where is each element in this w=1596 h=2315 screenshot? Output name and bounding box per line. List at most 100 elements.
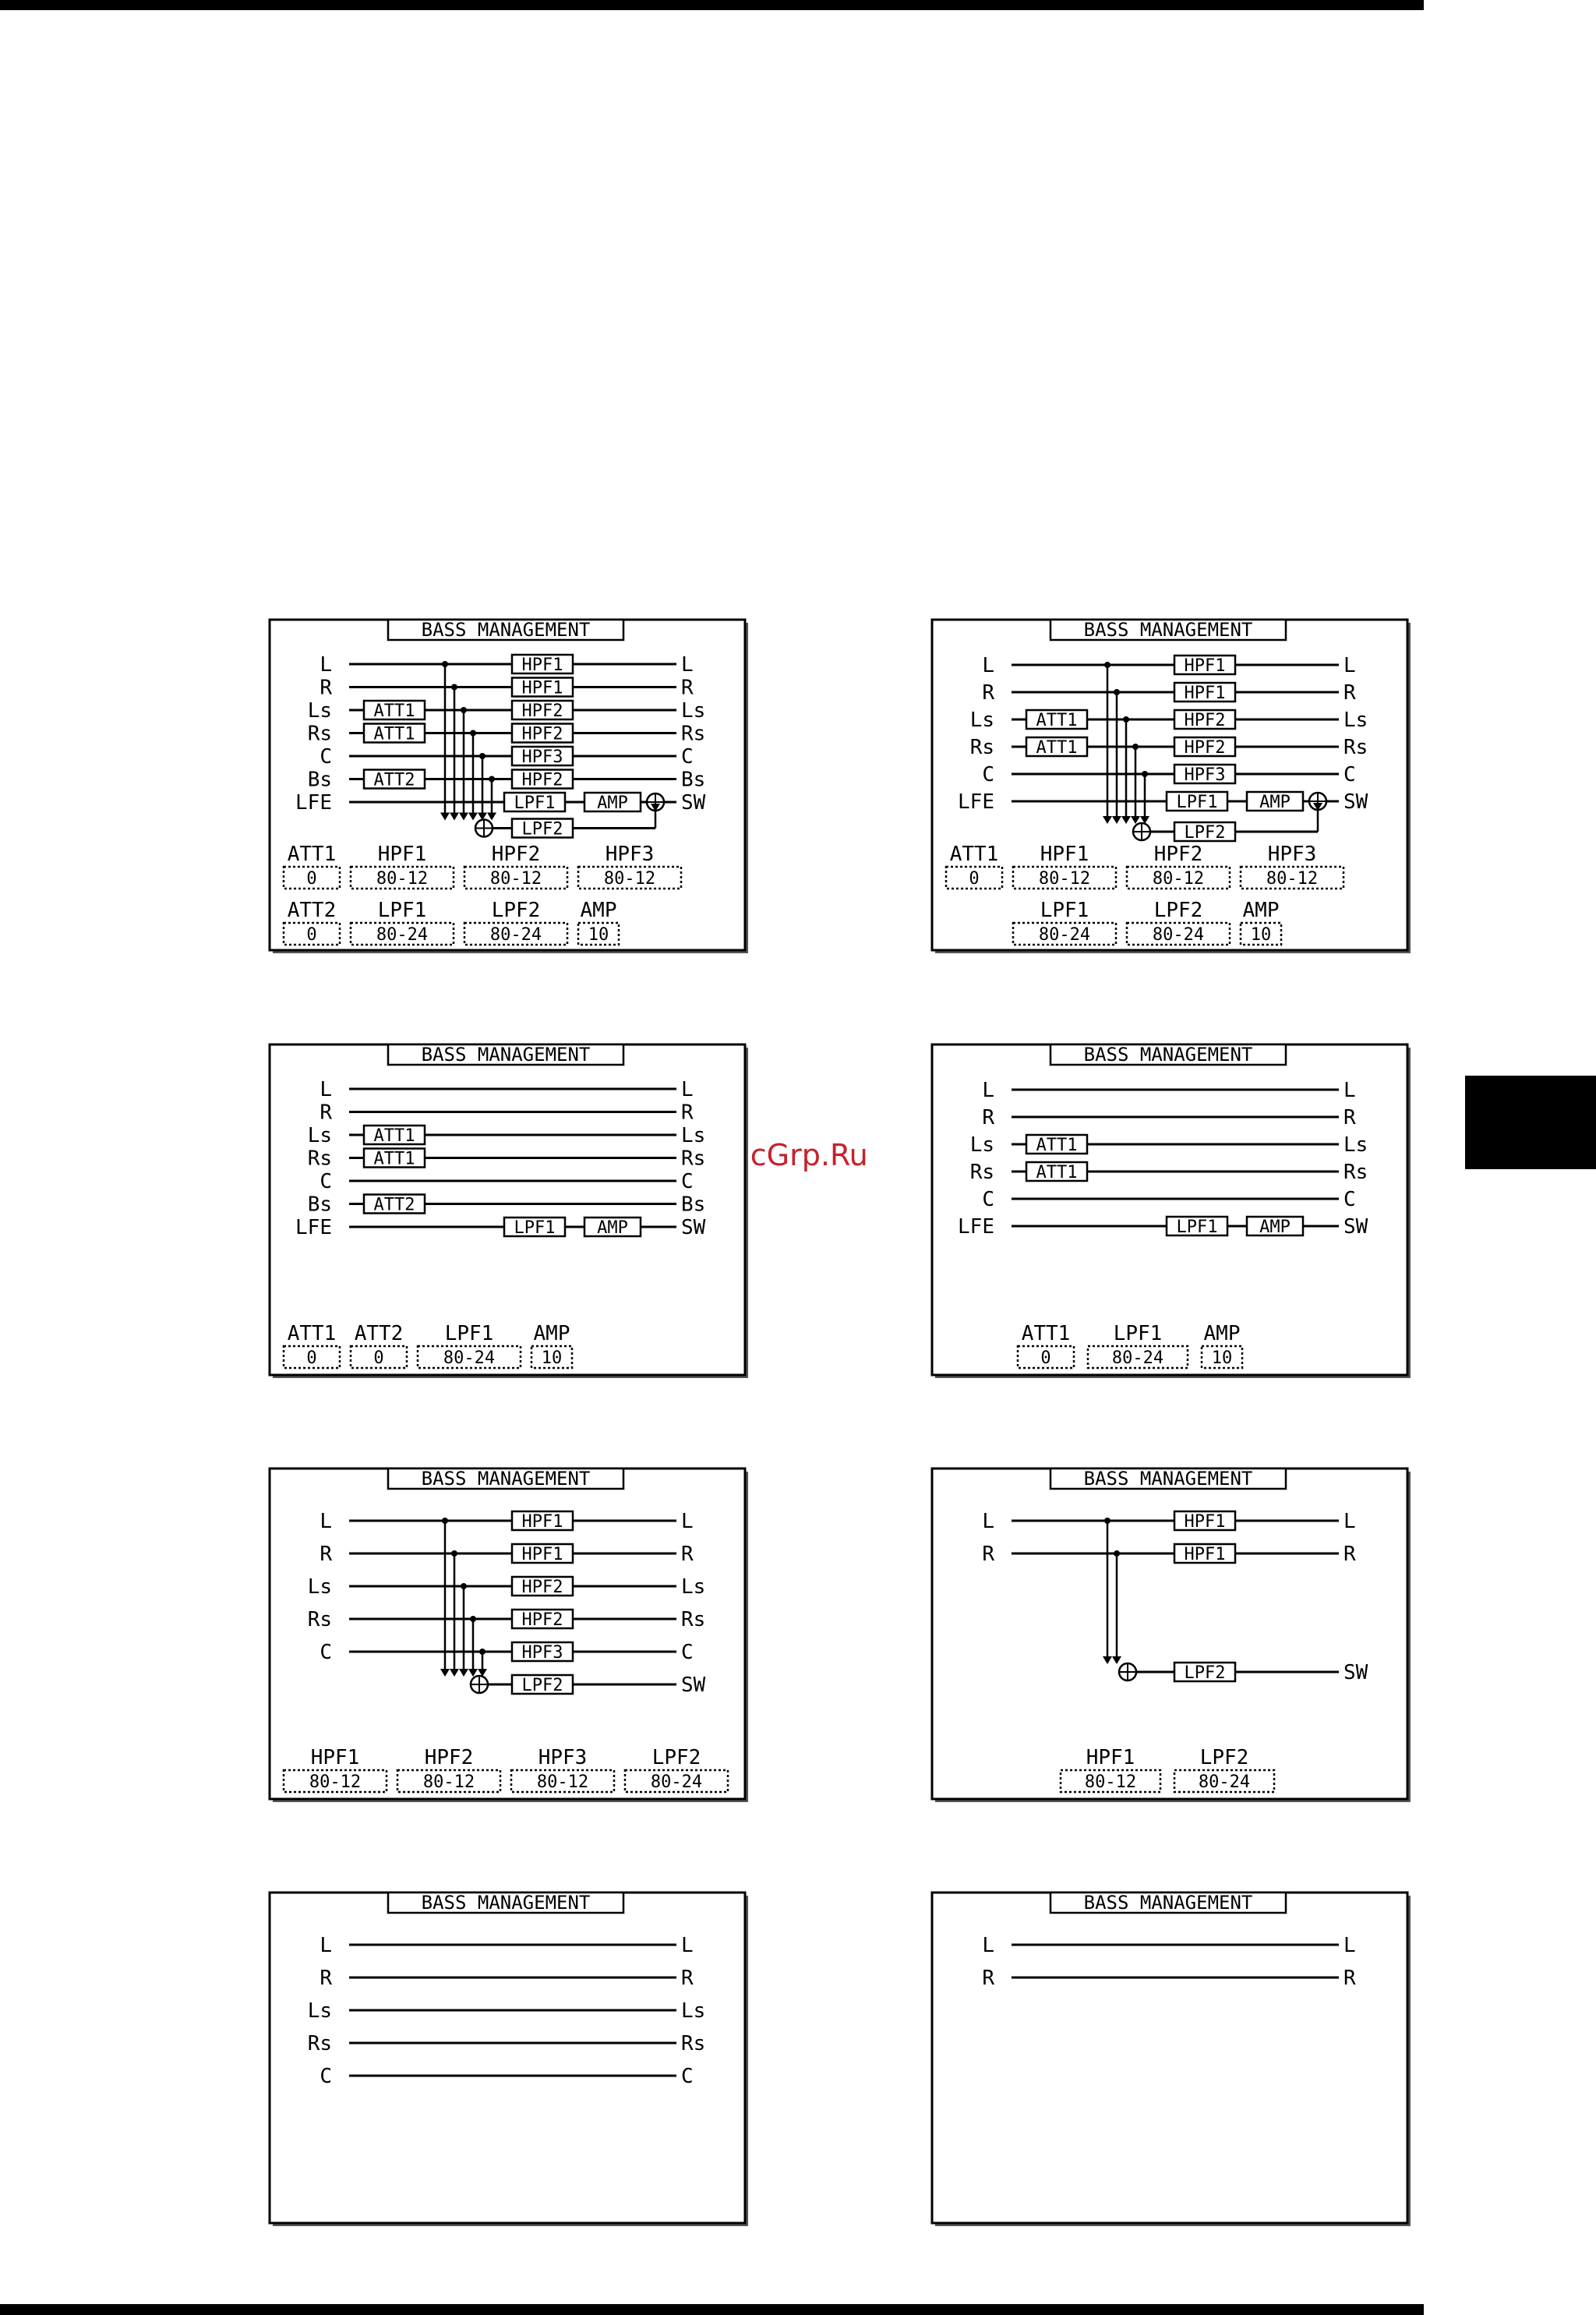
param-value-hpf2-label: 80-12 [423,1772,475,1792]
watermark: McGrp.Ru [725,1138,868,1172]
output-label-r: R [1344,1106,1356,1129]
output-label-ls: Ls [681,1124,705,1147]
param-value-att1 [1016,1345,1075,1370]
input-label-bs: Bs [308,769,332,792]
screen-frame [930,1043,1409,1377]
param-value-lpf1-label: 80-24 [443,1348,495,1368]
hpf-box-c-label: HPF3 [522,748,563,767]
output-label-r: R [681,677,694,700]
input-label-ls: Ls [308,1124,332,1147]
att-box-bs-label: ATT2 [374,771,415,790]
output-label-r: R [681,1543,694,1566]
param-label-amp: AMP [581,899,617,922]
param-value-att1 [282,1345,341,1370]
hpf-box-c-label: HPF3 [522,1643,563,1663]
hpf-box-bs-label: HPF2 [522,771,563,790]
hpf-box-l [510,653,574,675]
lpf2-box [1173,821,1237,843]
hpf-box-l [1173,654,1237,676]
att-box-rs [1025,736,1089,758]
screen-frame [268,1043,747,1377]
hpf-box-r-label: HPF1 [522,679,563,698]
param-value-hpf2-label: 80-12 [1153,869,1204,889]
output-label-l: L [1344,1934,1356,1957]
input-label-r: R [320,1543,332,1566]
screen-frame [268,1467,747,1801]
param-value-hpf1 [349,865,455,890]
param-value-hpf2 [396,1769,502,1794]
param-value-hpf1 [282,1769,388,1794]
input-label-lfe: LFE [958,1215,994,1239]
tap-arrow [459,1669,468,1677]
output-label-bs: Bs [681,769,705,792]
att-box-rs-label: ATT1 [374,1150,415,1169]
tap-arrow [487,812,496,821]
param-value-hpf3-label: 80-12 [1266,869,1318,889]
screen-title-box [1049,1467,1287,1490]
tap-arrow [478,812,487,821]
hpf-box-l-label: HPF1 [522,1512,563,1532]
lpf2-box-label: LPF2 [1185,1663,1226,1683]
param-value-lpf1-label: 80-24 [1039,925,1090,945]
output-label-sw: SW [681,791,706,815]
tap-arrow [450,1669,459,1677]
input-label-l: L [982,1079,994,1102]
input-label-ls: Ls [308,699,332,723]
tap-arrow [1121,816,1131,824]
lpf2-box-label: LPF2 [522,820,563,839]
output-label-rs: Rs [681,1608,705,1631]
screen-title: BASS MANAGEMENT [1084,619,1253,641]
hpf-box-ls [1173,709,1237,730]
lpf2-box [510,818,574,839]
screen-title: BASS MANAGEMENT [422,619,591,641]
input-label-l: L [982,654,994,677]
param-value-lpf2 [623,1769,729,1794]
output-label-rs: Rs [681,1147,705,1171]
param-label-amp: AMP [1243,899,1280,922]
tap-arrow [1140,816,1149,824]
param-value-hpf1-label: 80-12 [1085,1772,1136,1792]
param-label-lpf1: LPF1 [378,899,427,922]
hpf-box-rs-label: HPF2 [522,1610,563,1630]
att-box-ls [362,1124,426,1146]
param-value-lpf1 [1086,1345,1189,1370]
input-label-rs: Rs [308,1608,332,1631]
att-box-ls-label: ATT1 [1036,711,1078,730]
param-value-hpf1-label: 80-12 [1039,869,1090,889]
tap-arrow [1103,1656,1112,1664]
input-label-l: L [320,653,332,677]
input-label-l: L [320,1510,332,1533]
screen-title: BASS MANAGEMENT [422,1892,591,1914]
output-label-ls: Ls [681,699,705,723]
lpf1-box [1165,790,1229,812]
param-label-att1: ATT1 [288,843,337,866]
amp-box-label: AMP [597,1218,628,1238]
param-label-att1: ATT1 [288,1322,337,1345]
att-box-ls [1025,1133,1089,1155]
param-label-hpf3: HPF3 [538,1746,588,1769]
output-label-r: R [1344,1543,1356,1566]
param-value-lpf1 [416,1345,522,1370]
output-label-r: R [1344,681,1356,705]
output-label-c: C [1344,1188,1356,1211]
lpf2-box [510,1674,574,1695]
param-label-att1: ATT1 [950,843,999,866]
output-label-r: R [681,1967,694,1990]
screen-title: BASS MANAGEMENT [1084,1468,1253,1490]
top-rule [0,0,1424,10]
param-value-att2-label: 0 [373,1348,383,1368]
tap-arrow [440,812,450,821]
param-label-att2: ATT2 [288,899,337,922]
input-label-ls: Ls [308,1999,332,2023]
hpf-box-r-label: HPF1 [522,1545,563,1564]
screen-title-box [1049,618,1287,641]
param-label-hpf1: HPF1 [378,843,427,866]
param-value-hpf3-label: 80-12 [537,1772,588,1792]
param-value-amp-label: 10 [542,1348,563,1368]
output-label-c: C [1344,763,1356,786]
